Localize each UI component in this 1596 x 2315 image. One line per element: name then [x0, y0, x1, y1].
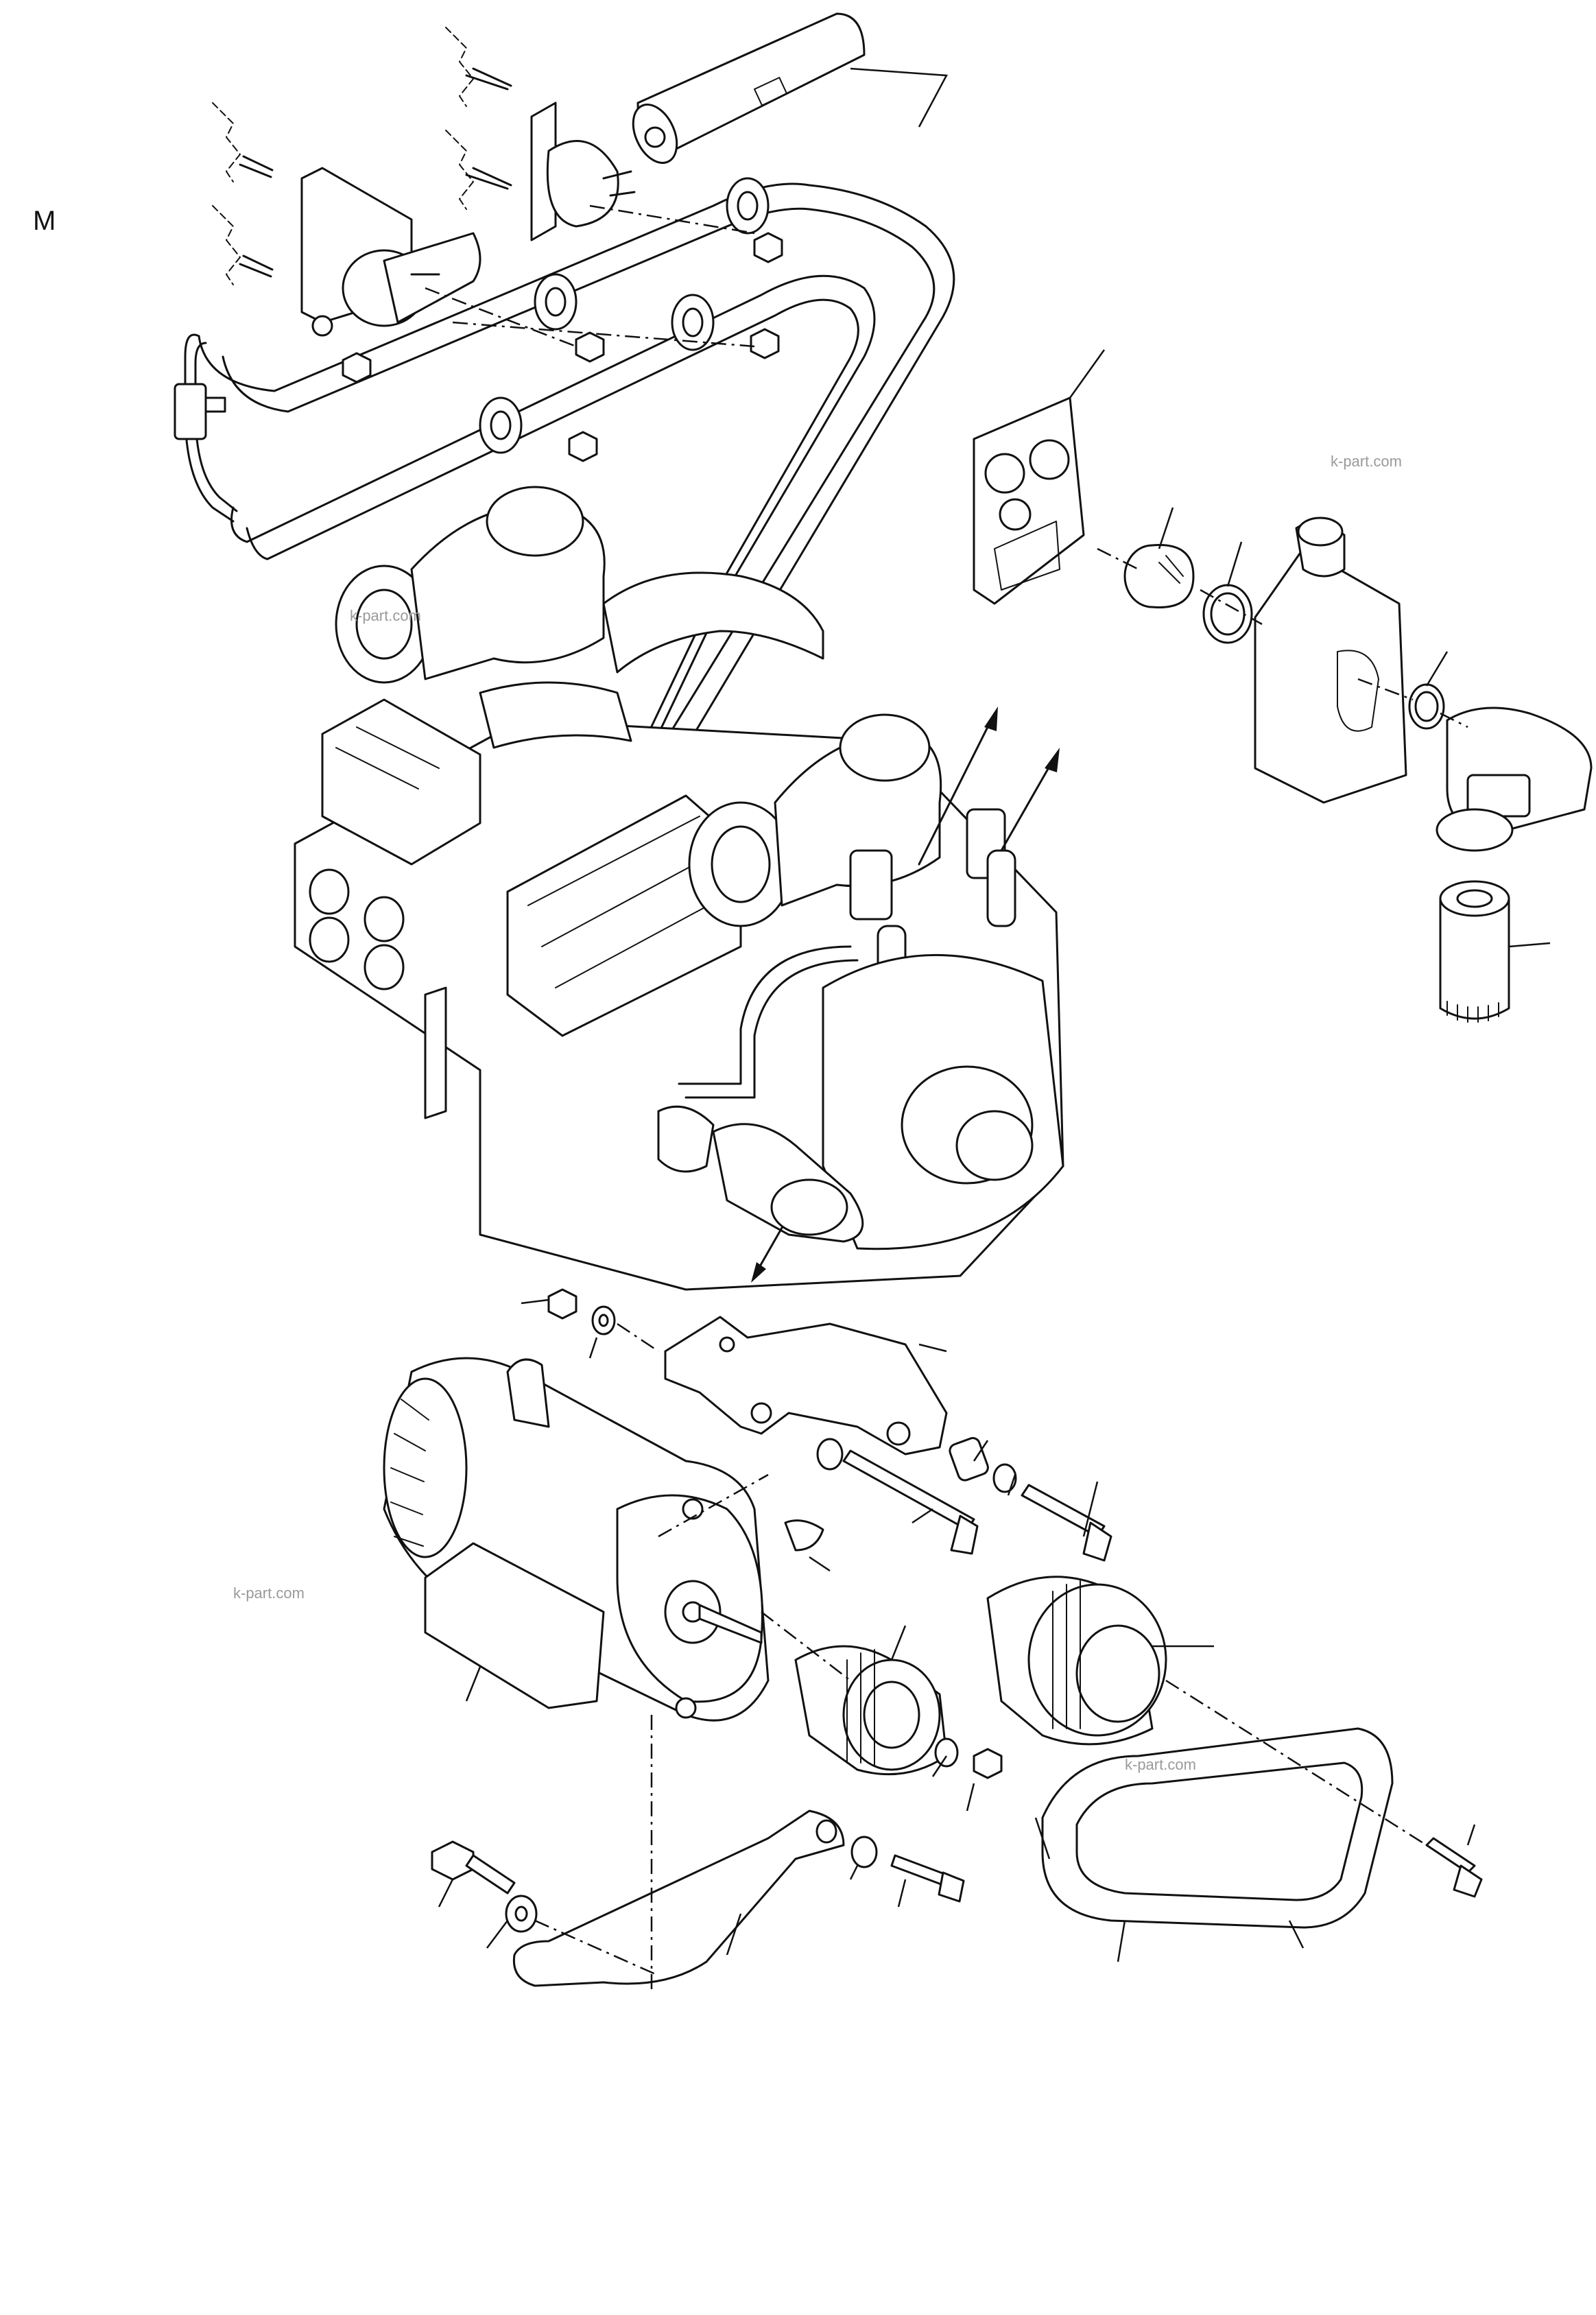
nut-4	[568, 431, 598, 462]
spacer-washer	[992, 1463, 1017, 1493]
p-clamp-1	[726, 177, 770, 235]
side-plugs	[309, 868, 447, 1119]
p-clamp-2	[534, 273, 577, 331]
restriction-indicator	[300, 167, 481, 337]
lower-bolt	[431, 1840, 516, 1895]
oil-filter-head	[1436, 707, 1593, 852]
lower-washer	[505, 1895, 538, 1933]
turbocharger-lower	[688, 713, 942, 927]
nut-2	[575, 331, 605, 363]
bolt-bracket-left-2	[212, 205, 274, 285]
nut-1	[753, 232, 783, 263]
mounted-alternator-small	[657, 1105, 864, 1243]
nut-5	[342, 352, 372, 383]
watermark-2: k-part.com	[350, 607, 421, 624]
short-bolt	[1021, 1484, 1112, 1562]
corner-letter: M	[33, 206, 56, 236]
belt-bolt	[1425, 1837, 1483, 1898]
bracket-washer	[816, 1438, 844, 1471]
alternator-pulley	[794, 1645, 948, 1776]
nut-3	[750, 328, 780, 359]
thermostat-housing	[1254, 517, 1407, 804]
alternator-group	[383, 1288, 1483, 1989]
canister	[632, 12, 866, 164]
thermostat-group	[973, 349, 1593, 1023]
watermark-1: k-part.com	[1331, 453, 1402, 470]
watermark-3: k-part.com	[233, 1584, 305, 1602]
bolt-bracket-top-1	[445, 27, 512, 107]
strap-washer	[850, 1836, 878, 1868]
bolt-bracket-left-1	[212, 102, 274, 182]
long-bolt	[842, 1449, 979, 1555]
upper-washer	[591, 1305, 616, 1335]
turbocharger-upper	[335, 486, 606, 684]
upper-nut	[547, 1288, 577, 1320]
alternator-bracket	[664, 1316, 948, 1456]
v-belt	[1041, 1727, 1394, 1929]
spacer	[949, 1437, 989, 1482]
housing-o-ring	[1408, 683, 1445, 730]
p-clamp-4	[479, 396, 523, 454]
thermostat-gasket	[973, 396, 1085, 605]
indicator-hose-group	[174, 12, 955, 749]
watermark-4: k-part.com	[1125, 1756, 1196, 1773]
bolt-bracket-top-2	[445, 130, 512, 210]
strap-bolt	[890, 1854, 965, 1903]
engine-assembly	[294, 486, 1064, 1291]
oil-filter-cartridge	[1439, 880, 1510, 1023]
pulley-washer	[934, 1737, 959, 1768]
clamp-bracket	[530, 102, 636, 241]
alternator	[383, 1357, 770, 1722]
pulley-nut	[973, 1748, 1003, 1779]
adjusting-strap	[512, 1809, 845, 1987]
thermostat	[1123, 544, 1195, 608]
crank-pulley	[986, 1576, 1167, 1746]
woodruff-key	[784, 1519, 824, 1552]
thermostat-o-ring	[1202, 584, 1253, 644]
p-clamp-3	[671, 294, 715, 351]
